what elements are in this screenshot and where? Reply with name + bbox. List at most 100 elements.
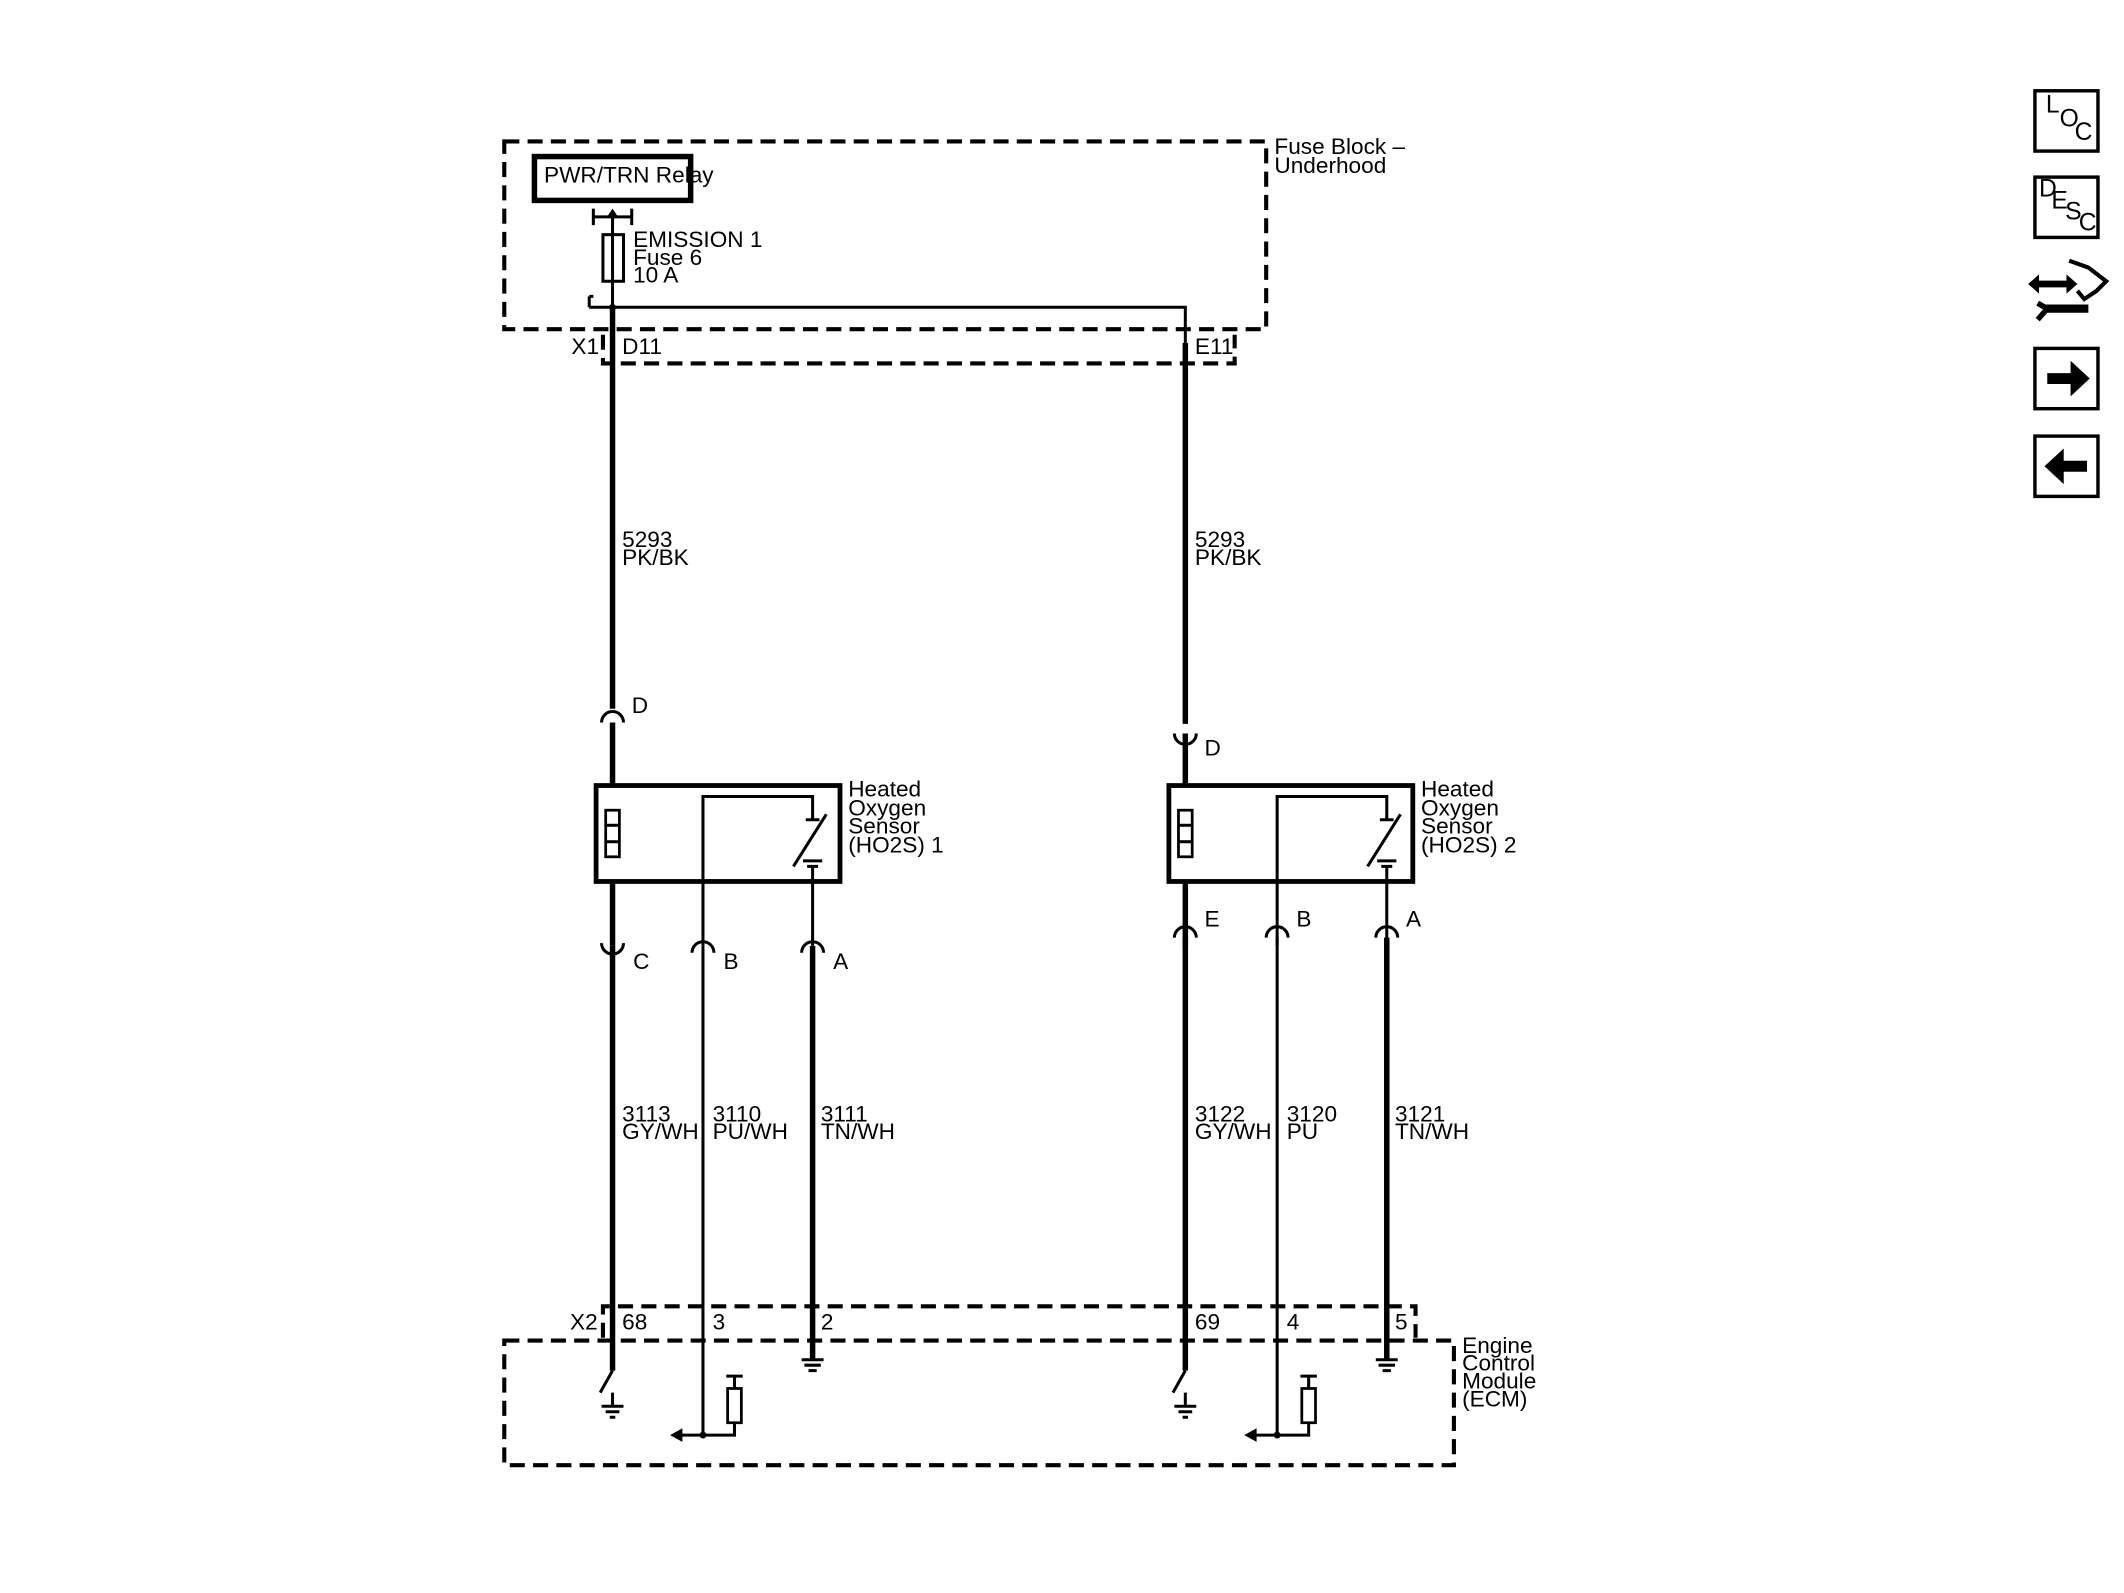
s1-connector-a-cup bbox=[800, 940, 826, 953]
s1-label-3: Sensor bbox=[848, 813, 920, 838]
s1-heater-element bbox=[604, 808, 621, 859]
s2-pin-b: B bbox=[1296, 907, 1311, 932]
desc-letter-c: C bbox=[2079, 210, 2097, 237]
ecm-bias-resistor-1 bbox=[726, 1387, 743, 1425]
splice-hook bbox=[587, 294, 594, 308]
ecm-signal-arrow-2 bbox=[1244, 1428, 1257, 1442]
relay-terminal-arrow bbox=[607, 208, 619, 217]
s2-pin-a: A bbox=[1406, 907, 1422, 932]
s2-wire-1-color: GY/WH bbox=[1195, 1119, 1272, 1144]
s1-sensor-cell bbox=[803, 859, 823, 882]
power-wire-right-color: PK/BK bbox=[1195, 545, 1262, 570]
s2-wire-3-color: TN/WH bbox=[1395, 1119, 1469, 1144]
s1-pin-d: D bbox=[632, 693, 648, 718]
s1-pin-c: C bbox=[633, 949, 649, 974]
x1-connector-label: X1 bbox=[571, 334, 599, 359]
desc-letter-e: E bbox=[2051, 188, 2067, 215]
s2-connector-a-cup bbox=[1374, 925, 1400, 938]
s1-wire-2-color: PU/WH bbox=[713, 1119, 788, 1144]
fuse-block: Fuse Block – Underhood PWR/TRN Relay EMI… bbox=[502, 134, 1406, 366]
ecm-signal-arrow-1 bbox=[670, 1428, 683, 1442]
ecm-pin-68: 68 bbox=[622, 1310, 647, 1335]
power-wires: 5293 PK/BK 5293 PK/BK bbox=[609, 307, 1262, 724]
fuse-block-label-2: Underhood bbox=[1274, 153, 1386, 178]
ecm-label-3: Module bbox=[1462, 1368, 1536, 1393]
s2-label-3: Sensor bbox=[1421, 813, 1493, 838]
power-wire-left-color: PK/BK bbox=[622, 545, 689, 570]
s2-sensor-switch bbox=[1366, 813, 1402, 868]
arrow-right-icon[interactable] bbox=[2033, 346, 2100, 411]
ecm-pin-69: 69 bbox=[1195, 1310, 1220, 1335]
fuse-label-2: Fuse 6 bbox=[633, 245, 702, 270]
ecm-label-2: Control bbox=[1462, 1351, 1535, 1376]
s2-connector-b-cup bbox=[1264, 925, 1290, 938]
connector-tool-icon[interactable] bbox=[2028, 258, 2110, 322]
desc-button[interactable]: D E S C bbox=[2033, 175, 2100, 240]
fuse-label-1: EMISSION 1 bbox=[633, 227, 762, 252]
s2-heater-element bbox=[1177, 808, 1194, 859]
s1-wire-3-color: TN/WH bbox=[821, 1119, 895, 1144]
s1-signal-path bbox=[701, 794, 815, 882]
s1-label-1: Heated bbox=[848, 777, 921, 802]
fuse-block-boundary bbox=[502, 139, 1269, 332]
ecm-ground-switch-1 bbox=[598, 1369, 624, 1419]
ecm-label-4: (ECM) bbox=[1462, 1386, 1527, 1411]
fuse-label-3: 10 A bbox=[633, 263, 679, 288]
ho2s-1: D Heated Oxygen Sensor (HO2S) 1 C B A 31… bbox=[593, 693, 944, 1436]
ho2s-2: D Heated Oxygen Sensor (HO2S) 2 E B A 31… bbox=[1166, 733, 1517, 1436]
s2-label-2: Oxygen bbox=[1421, 796, 1499, 821]
ecm-label-1: Engine bbox=[1462, 1333, 1532, 1358]
ecm-ground-switch-2 bbox=[1171, 1369, 1197, 1419]
ecm-bias-line-1 bbox=[702, 1422, 737, 1437]
x2-connector-label: X2 bbox=[570, 1310, 598, 1335]
ecm-boundary bbox=[502, 1338, 1456, 1468]
s1-sensor-switch bbox=[792, 813, 828, 868]
power-wire-right-circuit: 5293 bbox=[1195, 527, 1245, 552]
loc-button[interactable]: L O C bbox=[2033, 89, 2100, 153]
desc-letter-d: D bbox=[2039, 175, 2057, 202]
pwr-trn-relay-box bbox=[531, 153, 694, 204]
loc-letter-l: L bbox=[2046, 92, 2060, 119]
s1-wire-3-circuit: 3111 bbox=[821, 1101, 868, 1126]
splice-bus-wire bbox=[589, 305, 1187, 343]
ecm-bias-resistor-2 bbox=[1300, 1387, 1317, 1425]
ecm-pin-2: 2 bbox=[821, 1310, 834, 1335]
s1-label-4: (HO2S) 1 bbox=[848, 833, 943, 858]
loc-letter-c: C bbox=[2075, 119, 2093, 146]
s2-wire-2-circuit: 3120 bbox=[1287, 1101, 1337, 1126]
s1-sensor-box bbox=[593, 783, 843, 884]
s1-wire-2-circuit: 3110 bbox=[713, 1101, 762, 1126]
s1-wire-1-circuit: 3113 bbox=[622, 1101, 671, 1126]
s2-connector-e-cup bbox=[1172, 925, 1198, 938]
ecm: X2 68 3 2 69 4 5 Engine Control Module (… bbox=[502, 1304, 1536, 1468]
ecm-bias-supply-2 bbox=[1300, 1374, 1317, 1389]
power-wire-left-circuit: 5293 bbox=[622, 527, 672, 552]
s1-connector-d-cup bbox=[600, 710, 626, 723]
desc-letter-s: S bbox=[2065, 199, 2081, 226]
ecm-pin-5: 5 bbox=[1395, 1310, 1408, 1335]
s2-sensor-box bbox=[1166, 783, 1416, 884]
ecm-pin-4: 4 bbox=[1287, 1310, 1300, 1335]
s2-sensor-cell bbox=[1377, 859, 1397, 882]
relay-output-terminal bbox=[591, 208, 634, 234]
ecm-ground-3 bbox=[1375, 1358, 1398, 1373]
s2-pin-d: D bbox=[1205, 735, 1221, 760]
arrow-left-icon[interactable] bbox=[2033, 434, 2100, 499]
s2-signal-path bbox=[1275, 794, 1389, 882]
ecm-pin-3: 3 bbox=[713, 1310, 726, 1335]
x1-pin-e11: E11 bbox=[1195, 334, 1234, 359]
s2-label-4: (HO2S) 2 bbox=[1421, 833, 1516, 858]
x1-connector-boundary bbox=[600, 334, 1237, 366]
ecm-bias-supply-1 bbox=[726, 1374, 743, 1389]
s2-label-1: Heated bbox=[1421, 777, 1494, 802]
relay-label: PWR/TRN Relay bbox=[544, 163, 714, 188]
s1-connector-b-cup bbox=[690, 940, 716, 953]
s1-pin-a: A bbox=[833, 949, 849, 974]
s2-wire-3-circuit: 3121 bbox=[1395, 1101, 1445, 1126]
s2-wire-1-circuit: 3122 bbox=[1195, 1101, 1245, 1126]
s1-pin-b: B bbox=[724, 949, 739, 974]
fuse-block-label-1: Fuse Block – bbox=[1274, 134, 1405, 159]
s2-pin-e: E bbox=[1205, 907, 1220, 932]
ecm-bias-line-2 bbox=[1277, 1422, 1311, 1437]
